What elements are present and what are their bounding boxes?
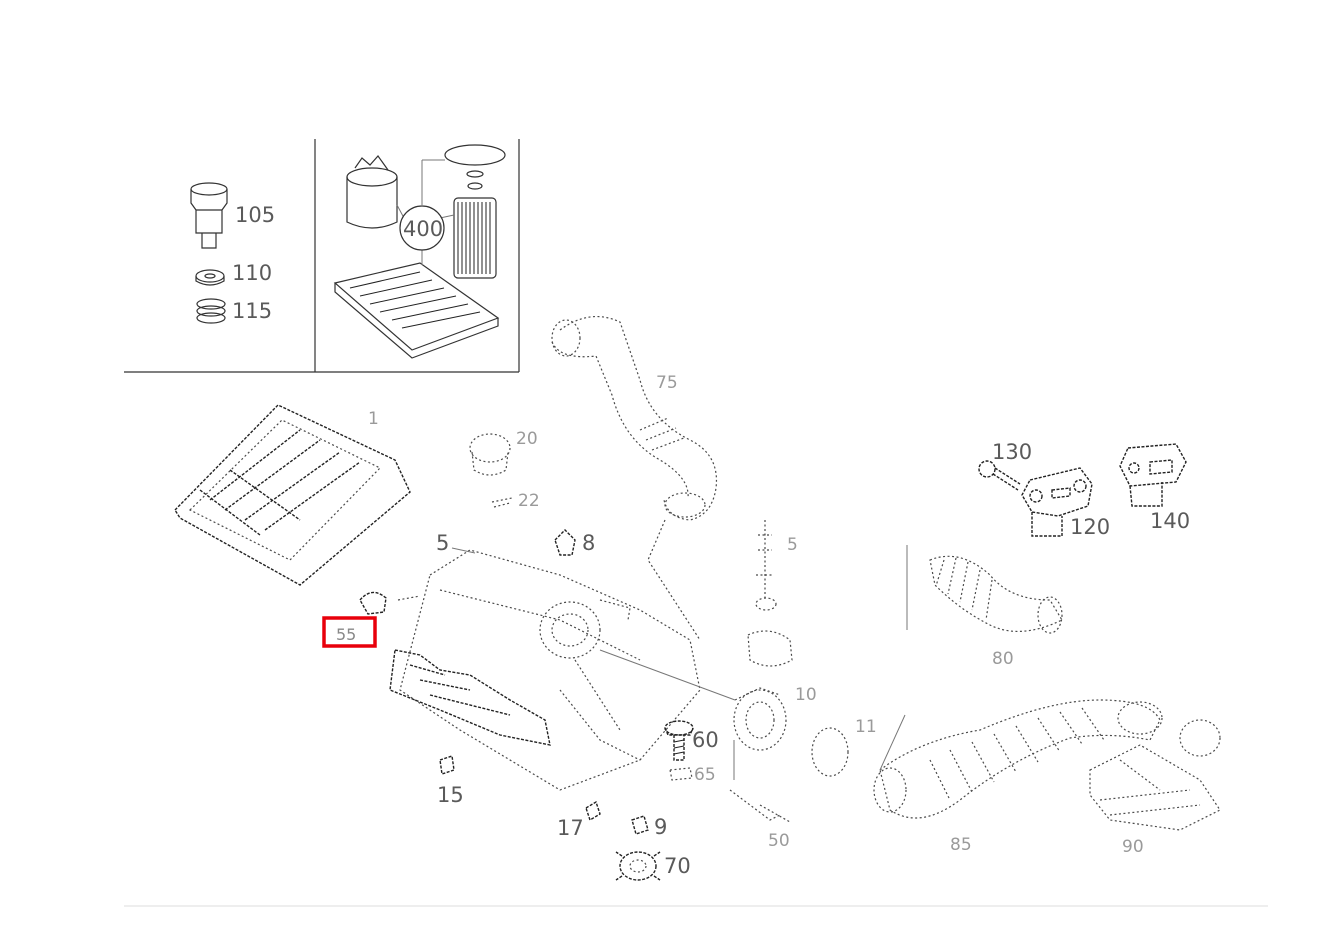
label-130[interactable]: 130 bbox=[992, 440, 1032, 464]
part-80-hose[interactable] bbox=[906, 545, 1063, 634]
label-140[interactable]: 140 bbox=[1150, 509, 1190, 533]
part-70-clip[interactable] bbox=[615, 851, 661, 881]
label-75[interactable]: 75 bbox=[656, 373, 678, 393]
label-hose-bottom: 85 bbox=[950, 835, 972, 855]
label-400[interactable]: 400 bbox=[403, 217, 443, 241]
part-115-sealing-ring[interactable] bbox=[196, 298, 226, 324]
label-15[interactable]: 15 bbox=[437, 783, 464, 807]
label-5[interactable]: 5 bbox=[436, 531, 449, 555]
part-75-intake-hose[interactable] bbox=[551, 316, 718, 641]
label-55-highlight[interactable]: 55 bbox=[322, 616, 377, 648]
part-17-clip[interactable] bbox=[585, 800, 601, 822]
label-90: 90 bbox=[1122, 837, 1144, 857]
label-20[interactable]: 20 bbox=[516, 429, 538, 449]
part-105-bolt[interactable] bbox=[190, 182, 228, 249]
part-engine-cover[interactable] bbox=[174, 404, 411, 586]
label-cover: 1 bbox=[368, 409, 379, 429]
part-20-sensor[interactable] bbox=[469, 433, 511, 476]
label-80: 80 bbox=[992, 649, 1014, 669]
part-15-screw[interactable] bbox=[439, 755, 455, 775]
part-resonator[interactable] bbox=[1089, 719, 1221, 831]
label-50: 50 bbox=[768, 831, 790, 851]
part-60-bolt[interactable] bbox=[664, 720, 694, 761]
label-8[interactable]: 8 bbox=[582, 531, 595, 555]
part-5-air-filter-housing[interactable] bbox=[389, 549, 701, 791]
label-65: 65 bbox=[694, 765, 716, 785]
part-65-nut[interactable] bbox=[669, 767, 693, 781]
label-11: 11 bbox=[855, 717, 877, 737]
part-110-washer[interactable] bbox=[195, 269, 225, 286]
part-55-fastener[interactable] bbox=[359, 591, 421, 615]
part-center-fittings[interactable] bbox=[599, 520, 849, 823]
part-22-screw[interactable] bbox=[491, 497, 513, 508]
label-120[interactable]: 120 bbox=[1070, 515, 1110, 539]
label-115[interactable]: 115 bbox=[232, 299, 272, 323]
part-400-filter-kit[interactable] bbox=[333, 144, 506, 359]
part-corrugated-hose[interactable] bbox=[873, 699, 1163, 819]
label-105[interactable]: 105 bbox=[235, 203, 275, 227]
label-9[interactable]: 9 bbox=[654, 815, 667, 839]
label-22[interactable]: 22 bbox=[518, 491, 540, 511]
part-120-pressure-sensor[interactable] bbox=[1021, 467, 1093, 537]
label-110[interactable]: 110 bbox=[232, 261, 272, 285]
label-10: 10 bbox=[795, 685, 817, 705]
inset-frame bbox=[124, 139, 520, 373]
part-140-sensor[interactable] bbox=[1119, 443, 1187, 507]
part-8-clip[interactable] bbox=[554, 529, 576, 556]
part-9-nut[interactable] bbox=[631, 815, 649, 835]
label-60[interactable]: 60 bbox=[692, 728, 719, 752]
part-130-screw[interactable] bbox=[978, 460, 1021, 491]
label-right-5: 5 bbox=[787, 535, 798, 555]
label-70[interactable]: 70 bbox=[664, 854, 691, 878]
label-17[interactable]: 17 bbox=[557, 816, 584, 840]
label-55[interactable]: 55 bbox=[336, 625, 356, 644]
